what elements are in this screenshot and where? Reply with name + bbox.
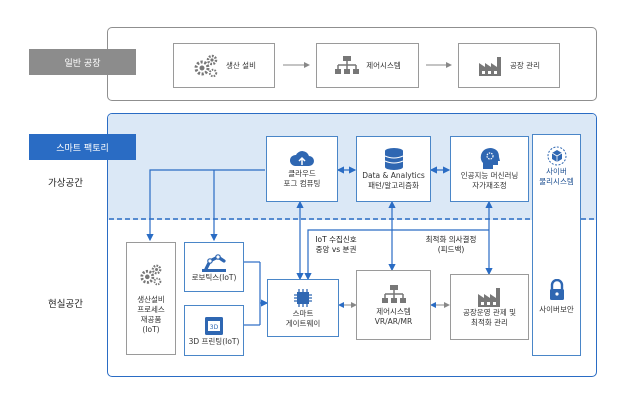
3d-printer-icon: 3D — [205, 316, 223, 335]
smart-factory-tag: 스마트 팩토리 — [29, 134, 136, 160]
chip-icon — [294, 289, 312, 307]
control-system-node: 제어시스템 — [316, 43, 419, 88]
cyber-physical-line2: 물리시스템 — [539, 177, 574, 186]
lock-icon — [549, 279, 564, 300]
cloud-line1: 클라우드 — [288, 169, 316, 178]
analytics-line1: Data & Analytics — [362, 171, 425, 180]
3d-printing-label: 3D 프린팅(IoT) — [188, 336, 240, 346]
equipment-line4: (IoT) — [142, 324, 160, 334]
network-cube-icon — [547, 146, 566, 166]
factory-icon — [477, 288, 500, 307]
equipment-line1: 생산설비 — [137, 294, 165, 304]
production-equipment-label: 생산 설비 — [226, 60, 256, 70]
gears-icon — [140, 264, 162, 285]
equipment-process-node: 생산설비 프로세스 재공품 (IoT) — [126, 242, 176, 355]
cloud-icon — [289, 151, 314, 166]
production-equipment-node: 생산 설비 — [173, 43, 275, 88]
robotics-label: 로보틱스(IoT) — [191, 273, 237, 282]
ai-ml-node: 인공지능 머신러닝 자가재조정 — [450, 136, 529, 202]
cyber-physical-line1: 사이버 — [546, 167, 567, 176]
management-line2: 최적화 관리 — [471, 318, 508, 327]
database-icon — [384, 148, 403, 170]
factory-management-node: 공장 관리 — [458, 43, 560, 88]
ai-head-icon — [480, 148, 500, 169]
smart-gateway-node: 스마트 게이트웨이 — [267, 279, 339, 337]
gears-icon — [194, 54, 218, 77]
org-chart-icon — [381, 285, 406, 303]
equipment-line2: 프로세스 — [137, 304, 165, 314]
analytics-line2: 패턴/알고리즘화 — [368, 181, 419, 190]
cloud-fog-node: 클라우드 포그 컴퓨팅 — [266, 136, 338, 202]
virtual-space-label: 가상공간 — [48, 178, 83, 189]
factory-operation-node: 공장운영 관제 및 최적화 관리 — [450, 274, 529, 340]
control-system-label: 제어시스템 — [366, 60, 401, 70]
cyber-column: 사이버 물리시스템 사이버보안 — [532, 134, 581, 356]
3d-printing-node: 3D 3D 프린팅(IoT) — [184, 305, 244, 356]
real-space-label: 현실공간 — [48, 299, 83, 310]
org-chart-icon — [335, 55, 360, 74]
control-line1: 제어시스템 — [376, 307, 411, 316]
general-factory-tag: 일반 공장 — [29, 49, 136, 75]
control-line2: VR/AR/MR — [374, 317, 413, 326]
ai-line1: 인공지능 머신러닝 — [460, 171, 519, 180]
factory-management-label: 공장 관리 — [510, 60, 540, 70]
svg-text:3D: 3D — [210, 324, 219, 331]
equipment-line3: 재공품 — [140, 314, 162, 324]
control-vr-node: 제어시스템 VR/AR/MR — [356, 270, 431, 340]
robotics-node: 로보틱스(IoT) — [184, 242, 244, 292]
factory-icon — [479, 56, 501, 76]
gateway-line2: 게이트웨이 — [285, 319, 321, 328]
iot-signal-annotation: IoT 수집신호 중앙 vs 분권 — [315, 235, 357, 254]
gateway-line1: 스마트 — [292, 309, 314, 318]
robot-arm-icon — [202, 254, 226, 272]
data-analytics-node: Data & Analytics 패턴/알고리즘화 — [356, 136, 431, 202]
optimization-decision-annotation: 최적화 의사결정 (피드백) — [425, 235, 477, 254]
cloud-line2: 포그 컴퓨팅 — [283, 179, 321, 188]
ai-line2: 자가재조정 — [472, 181, 507, 190]
cyber-security-label: 사이버보안 — [539, 305, 574, 314]
management-line1: 공장운영 관제 및 — [462, 308, 517, 317]
